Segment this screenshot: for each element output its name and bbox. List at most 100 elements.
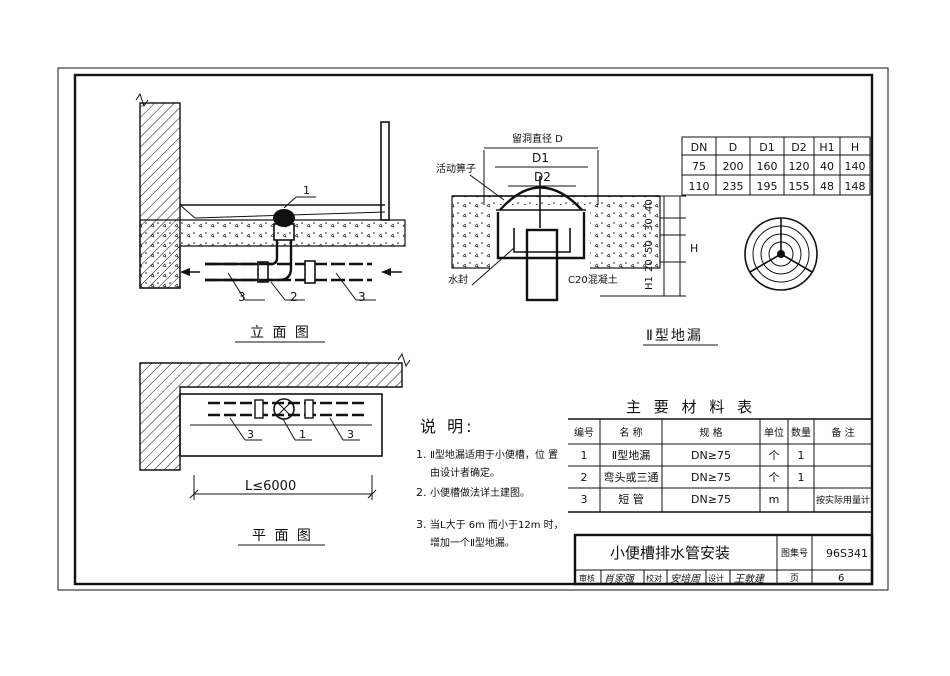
atlas-number: 96S341 — [826, 547, 868, 560]
plan-view: 3 1 3 L≤6000 平 面 图 — [139, 352, 411, 546]
notes-heading: 说 明: — [420, 417, 474, 436]
note-number: 3. — [416, 518, 427, 531]
materials-cell: 3 — [581, 493, 588, 506]
materials-cell: DN≥75 — [691, 471, 731, 484]
grate-plan-symbol — [744, 217, 818, 291]
note-line: 小便槽做法详土建图。 — [430, 486, 530, 499]
materials-cell: DN≥75 — [691, 493, 731, 506]
label-concrete: C20混凝土 — [568, 273, 618, 286]
atlas-label: 图集号 — [781, 547, 808, 559]
label-d2: D2 — [534, 170, 551, 184]
floor-drain-grate — [273, 209, 295, 227]
outer-frame — [57, 67, 889, 591]
dim-40: 40 — [644, 199, 655, 212]
materials-cell: 1 — [798, 471, 805, 484]
elbow-joint — [257, 261, 269, 283]
materials-cell: 2 — [581, 471, 588, 484]
materials-cell: 个 — [769, 471, 780, 484]
dim-20: 20 — [644, 259, 655, 272]
materials-cell: 弯头或三通 — [604, 470, 659, 484]
label-hole-diameter: 留洞直径 D — [512, 132, 563, 145]
urinal-trough — [179, 204, 386, 219]
dim-table-cell: 200 — [723, 160, 744, 173]
dim-table-cell: 195 — [757, 180, 778, 193]
materials-header: 备 注 — [831, 426, 854, 439]
materials-header: 编号 — [574, 426, 594, 439]
design-signature: 王敦建 — [734, 573, 766, 585]
inner-frame — [73, 73, 874, 586]
notes: 说 明: 1.Ⅱ型地漏适用于小便槽，位 置由设计者确定。2.小便槽做法详土建图。… — [416, 417, 564, 549]
outlet-pipe — [525, 228, 559, 302]
plan-title: 平 面 图 — [252, 528, 313, 544]
check-signature: 安培周 — [670, 573, 701, 585]
section-title: Ⅱ型地漏 — [646, 328, 703, 344]
plan-callout-1: 1 — [299, 428, 306, 441]
dim-table-cell: 75 — [692, 160, 706, 173]
materials-header: 单位 — [764, 426, 784, 439]
page-number: 6 — [838, 573, 844, 584]
materials-cell: Ⅱ型地漏 — [612, 448, 650, 462]
elevation-title: 立 面 图 — [250, 325, 311, 341]
materials-cell: DN≥75 — [691, 449, 731, 462]
dim-table-cell: 48 — [820, 180, 834, 193]
label-water-seal: 水封 — [448, 273, 468, 286]
elevation-slab — [139, 219, 406, 289]
drain-body — [496, 212, 586, 260]
dim-table-cell: 110 — [689, 180, 710, 193]
materials-cell: 短 管 — [618, 492, 644, 506]
plan-callout-3a: 3 — [247, 428, 254, 441]
materials-table: 主 要 材 料 表 编号 名 称 规 格 单位数量 备 注 1 Ⅱ型地漏 DN≥75 个 1 2 弯头… — [568, 398, 872, 513]
design-label: 设计 — [708, 573, 724, 583]
dimension-table: DN D D1 D2 H1 H 75 200 160 120 40 140 110 235 195 155 48… — [681, 136, 871, 196]
elevation-callout-1: 1 — [303, 184, 310, 197]
drain-section: 留洞直径 D D1 D2 活动箅子 水封 C20混凝土 40 30 50 20 … — [436, 132, 718, 346]
page-label: 页 — [790, 573, 799, 584]
note-line: 当L大于 6m 而小于12m 时， — [430, 518, 564, 531]
dim-table-cell: 235 — [723, 180, 744, 193]
dim-table-cell: 155 — [789, 180, 810, 193]
note-number: 1. — [416, 448, 427, 461]
materials-header: 数量 — [791, 426, 811, 439]
review-label: 审核 — [579, 573, 595, 583]
title-block: 小便槽排水管安装 图集号 96S341 审核 肖家强 校对 安培周 设计 王敦建… — [573, 533, 874, 586]
note-line: 由设计者确定。 — [430, 466, 500, 479]
note-line: 增加一个Ⅱ型地漏。 — [430, 536, 515, 549]
dim-table-header: DN — [691, 141, 708, 154]
dim-table-cell: 40 — [820, 160, 834, 173]
dim-30: 30 — [644, 218, 655, 231]
dim-table-header: H — [851, 141, 859, 154]
dim-50: 50 — [644, 240, 655, 253]
plan-trough — [179, 393, 383, 457]
materials-header: 名 称 — [619, 426, 642, 439]
plan-drain — [273, 398, 295, 420]
note-line: Ⅱ型地漏适用于小便槽，位 置 — [430, 448, 558, 461]
materials-cell: 1 — [798, 449, 805, 462]
water-seal — [513, 228, 571, 253]
plan-wall — [139, 362, 403, 471]
elevation-callout-3b: 3 — [358, 290, 366, 304]
label-h: H — [690, 242, 698, 255]
materials-cell: 1 — [581, 449, 588, 462]
dim-table-cell: 140 — [845, 160, 866, 173]
elevation-callout-2: 2 — [290, 290, 298, 304]
materials-title: 主 要 材 料 表 — [626, 398, 756, 416]
elevation-view: 1 2 3 3 立 面 图 — [135, 92, 406, 343]
materials-cell: 按实际用量计 — [816, 494, 870, 506]
plan-callout-3b: 3 — [347, 428, 354, 441]
materials-header: 规 格 — [699, 426, 722, 439]
plan-length-dimension: L≤6000 — [245, 479, 296, 494]
dim-table-header: H1 — [819, 141, 834, 154]
materials-cell: m — [769, 493, 780, 506]
dim-table-cell: 148 — [845, 180, 866, 193]
dim-table-header: D1 — [759, 141, 774, 154]
dim-table-header: D — [729, 141, 737, 154]
dim-table-cell: 120 — [789, 160, 810, 173]
elevation-callout-3a: 3 — [238, 290, 246, 304]
note-number: 2. — [416, 486, 427, 499]
dim-table-header: D2 — [791, 141, 806, 154]
label-d1: D1 — [532, 151, 549, 165]
trough-back-wall — [380, 121, 390, 221]
label-grate: 活动箅子 — [436, 162, 476, 175]
dim-table-cell: 160 — [757, 160, 778, 173]
